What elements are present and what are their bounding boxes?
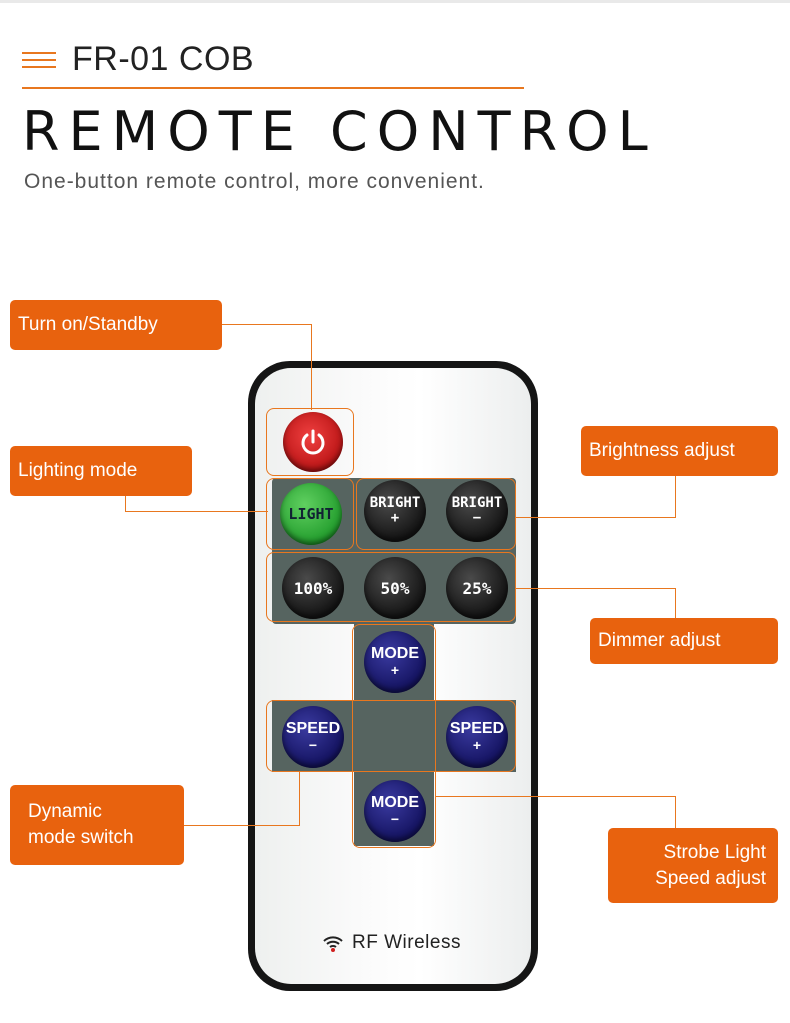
speed-minus-sign: − [308, 737, 318, 753]
bright-plus-label: BRIGHT [369, 495, 421, 511]
mode-minus-sign: − [390, 811, 400, 827]
speed-plus-button[interactable]: SPEED + [446, 706, 508, 768]
connector-lighting-v [125, 496, 126, 512]
dimmer-25-label: 25% [462, 578, 492, 598]
callout-lighting-mode: Lighting mode [10, 446, 192, 496]
dimmer-50-button[interactable]: 50% [364, 557, 426, 619]
dimmer-100-label: 100% [293, 578, 333, 598]
brand-text: RF Wireless [352, 932, 461, 953]
model-name: FR-01 COB [72, 40, 255, 78]
power-icon [301, 429, 325, 455]
mode-minus-label: MODE [371, 794, 419, 811]
bright-minus-label: BRIGHT [451, 495, 503, 511]
callout-brightness: Brightness adjust [581, 426, 778, 476]
callout-power: Turn on/Standby [10, 300, 222, 350]
connector-dimmer-h [516, 588, 676, 589]
page-subtitle: One-button remote control, more convenie… [24, 170, 485, 193]
mode-outline [352, 624, 436, 848]
dimmer-100-button[interactable]: 100% [282, 557, 344, 619]
light-button[interactable]: LIGHT [280, 483, 342, 545]
connector-lighting-h [125, 511, 268, 512]
callout-dynamic: Dynamic mode switch [10, 785, 184, 865]
mode-plus-sign: + [390, 662, 400, 678]
dimmer-outline [266, 552, 516, 622]
bright-minus-button[interactable]: BRIGHT − [446, 480, 508, 542]
light-button-label: LIGHT [288, 504, 334, 523]
menu-lines-icon [22, 52, 56, 68]
wifi-icon [323, 936, 343, 952]
bright-plus-sign: + [390, 510, 400, 526]
speed-plus-sign: + [472, 737, 482, 753]
connector-bright-h [516, 517, 676, 518]
mode-plus-label: MODE [371, 645, 419, 662]
connector-dynamic-v [299, 772, 300, 826]
top-divider [0, 0, 790, 3]
bright-minus-sign: − [472, 510, 482, 526]
dimmer-50-label: 50% [380, 578, 410, 598]
mode-plus-button[interactable]: MODE + [364, 631, 426, 693]
speed-plus-label: SPEED [449, 720, 505, 737]
power-outline [266, 408, 354, 476]
power-button[interactable] [283, 412, 343, 472]
speed-minus-button[interactable]: SPEED − [282, 706, 344, 768]
callout-strobe: Strobe Light Speed adjust [608, 828, 778, 903]
dimmer-25-button[interactable]: 25% [446, 557, 508, 619]
connector-dynamic-h [184, 825, 300, 826]
mode-minus-button[interactable]: MODE − [364, 780, 426, 842]
bright-outline [356, 478, 516, 550]
light-outline [266, 478, 354, 550]
connector-bright-v [675, 476, 676, 518]
connector-strobe-h [436, 796, 676, 797]
connector-strobe-v [675, 796, 676, 828]
header-underline [22, 87, 524, 89]
connector-dimmer-v [675, 588, 676, 618]
rf-wireless-brand: RF Wireless [322, 932, 461, 954]
speed-outline [266, 700, 516, 772]
connector-power-h [222, 324, 312, 325]
callout-dimmer: Dimmer adjust [590, 618, 778, 664]
bright-plus-button[interactable]: BRIGHT + [364, 480, 426, 542]
page-title: REMOTE CONTROL [22, 100, 657, 163]
speed-minus-label: SPEED [285, 720, 341, 737]
connector-power-v [311, 324, 312, 410]
